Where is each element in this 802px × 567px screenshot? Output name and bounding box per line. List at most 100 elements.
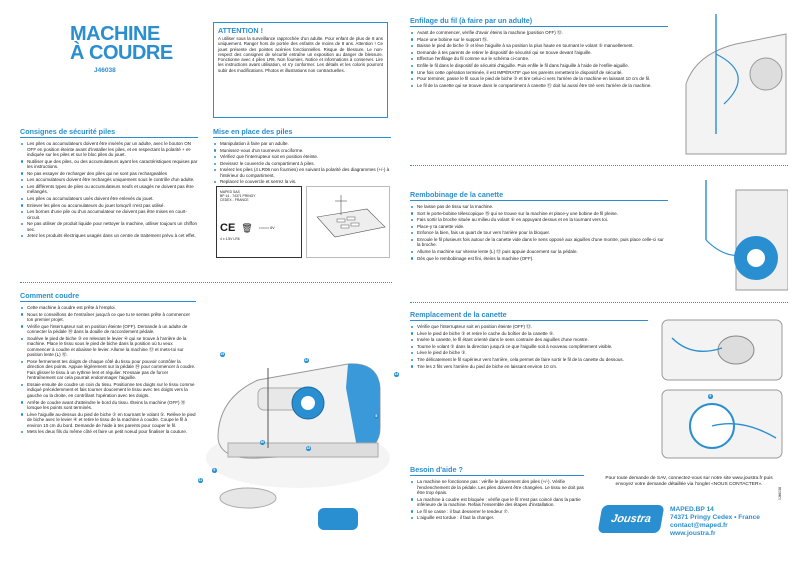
- safety-list: Les piles ou accumulateurs doivent être …: [20, 141, 198, 239]
- list-item: Devissez le couvercle du compartiment à …: [213, 161, 391, 167]
- list-item: Sort le porte-bobine télescopique ⑮ qui …: [410, 211, 668, 217]
- list-item: Baisse le pied de biche ③ et lève l'aigu…: [410, 43, 668, 49]
- battery-compartment-illustration: [306, 186, 390, 258]
- brand-logo: Joustra: [597, 505, 665, 533]
- list-item: Tire délicatement le fil supérieur vers …: [410, 357, 648, 363]
- marker-10: 10: [260, 440, 265, 445]
- list-item: Pose fermement tes doigts de chaque côté…: [20, 359, 196, 381]
- battery-spec: 4 x 1.5V LR6: [220, 237, 240, 241]
- list-item: Manipulation à faire par un adulte.: [213, 141, 391, 147]
- batteries-section: Mise en place des piles Manipulation à f…: [213, 127, 391, 186]
- list-item: Insère la canette, le fil étant orienté …: [410, 337, 648, 343]
- list-item: Vérifiez que l'interrupteur soit en posi…: [213, 154, 391, 160]
- product-code: J46038: [94, 67, 116, 74]
- list-item: Enfonce la bien, fais un quart de tour v…: [410, 230, 668, 236]
- marker-5: 5: [374, 414, 379, 419]
- company-email-link[interactable]: contact@maped.fr: [670, 522, 728, 529]
- list-item: La machine ne fonctionne pas : vérifie l…: [410, 479, 584, 496]
- list-item: Tourne le volant ⑤ dans la direction jus…: [410, 344, 648, 350]
- list-item: Avant de commencer, vérifie d'avoir étei…: [410, 30, 668, 36]
- label-marks: CE 🗑 ===== 6V: [220, 222, 298, 234]
- list-item: Effectue l'enfilage du fil comme sur le …: [410, 56, 668, 62]
- bobbin-replace-list: Vérifie que l'interrupteur soit en posit…: [410, 324, 648, 369]
- list-item: Enlever les piles ou accumulateurs du jo…: [20, 203, 198, 209]
- section-divider: [410, 302, 788, 303]
- company-website-link[interactable]: www.joustra.fr: [670, 530, 716, 537]
- list-item: Enfile le fil dans le dispositif de sécu…: [410, 63, 668, 69]
- list-item: Tire les 2 fils vers l'arrière du pied d…: [410, 364, 648, 370]
- sav-text: Pour toute demande de SAV, connectez-vou…: [605, 476, 773, 487]
- list-item: Essaie ensuite de coudre un coin du tiss…: [20, 382, 196, 399]
- list-item: Place une bobine sur le support ⑮.: [410, 37, 668, 43]
- list-item: Allume la machine sur vitesse lente (L) …: [410, 249, 668, 255]
- marker-15: 15: [220, 352, 225, 357]
- list-item: L'aiguille est tordue : il faut la chang…: [410, 515, 584, 521]
- list-item: Place-y ta canette vide.: [410, 224, 668, 230]
- list-item: Ne pas essayer de recharger des piles qu…: [20, 171, 198, 177]
- brand-name: Joustra: [610, 513, 652, 525]
- help-list: La machine ne fonctionne pas : vérifie l…: [410, 479, 584, 521]
- footer-code: 0J46038: [778, 486, 782, 500]
- safety-section: Consignes de sécurité piles Les piles ou…: [20, 127, 198, 240]
- label-line: BP 14 - 74371 PRINGY: [220, 194, 256, 198]
- list-item: Soulève le pied de biche ③ en relevant l…: [20, 336, 196, 358]
- list-item: Vérifie que l'interrupteur soit en posit…: [410, 324, 648, 330]
- list-item: Dès que le rembobinage est fini, éteins …: [410, 256, 668, 262]
- safety-title: Consignes de sécurité piles: [20, 127, 198, 138]
- marker-9: 9: [212, 468, 217, 473]
- bobbin-winding-section: Rembobinage de la canette Ne laisse pas …: [410, 190, 668, 262]
- section-divider: [20, 282, 392, 283]
- list-item: Les piles ou accumulateurs doivent être …: [20, 141, 198, 158]
- marker-12: 12: [304, 358, 309, 363]
- how-to-title: Comment coudre: [20, 291, 196, 302]
- sewing-machine-illustration: 15 14 12 5 13 9 11 10: [198, 328, 399, 558]
- list-item: Lève l'aiguille au-dessus du pied de bic…: [20, 412, 196, 429]
- batteries-title: Mise en place des piles: [213, 127, 391, 138]
- company-line: 74371 Pringy Cedex • France: [670, 514, 760, 521]
- how-to-section: Comment coudre Cette machine à coudre es…: [20, 291, 196, 436]
- list-item: Nutiliser que des piles, ou des accumula…: [20, 159, 198, 170]
- bobbin-winding-illustration: [676, 170, 789, 300]
- bin-icon: 🗑: [241, 222, 253, 233]
- list-item: Le fil se casse : il faut desserrer le t…: [410, 509, 584, 515]
- list-item: Jetez les produits électriques usagés da…: [20, 233, 198, 239]
- list-item: Les accumulateurs doivent être rechargés…: [20, 177, 198, 183]
- list-item: Les différents types de piles ou accumul…: [20, 184, 198, 195]
- batteries-list: Manipulation à faire par un adulte. Muni…: [213, 141, 391, 185]
- bobbin-replace-title: Remplacement de la canette: [410, 310, 648, 321]
- title-line2: À COUDRE: [70, 42, 173, 64]
- title-block: MACHINE À COUDRE J46038: [70, 24, 180, 74]
- list-item: Replacez le couvercle et serrez la vis.: [213, 179, 391, 185]
- company-line: MAPED.BP 14: [670, 506, 714, 513]
- list-item: Arrête de coudre avant d'atteindre le bo…: [20, 400, 196, 411]
- label-line: MAPED SAS: [220, 190, 240, 194]
- label-line: CEDEX - FRANCE: [220, 198, 249, 202]
- bobbin-winding-list: Ne laisse pas de tissu sur la machine. S…: [410, 204, 668, 261]
- company-info: MAPED.BP 14 74371 Pringy Cedex • France …: [670, 506, 788, 538]
- bobbin-winding-title: Rembobinage de la canette: [410, 190, 668, 201]
- help-title: Besoin d'aide ?: [410, 465, 584, 476]
- section-divider: [410, 165, 788, 166]
- bobbin-replace-section: Remplacement de la canette Vérifie que l…: [410, 310, 648, 370]
- threading-section: Enfilage du fil (à faire par un adulte) …: [410, 16, 668, 89]
- list-item: Lève le pied de biche ③ et retire le cac…: [410, 331, 648, 337]
- bobbin-replace-illustration: 9: [652, 318, 788, 460]
- list-item: Cette machine à coudre est prête à l'emp…: [20, 305, 196, 311]
- how-to-list: Cette machine à coudre est prête à l'emp…: [20, 305, 196, 435]
- list-item: Les bornes d'une pile ou d'un accumulate…: [20, 209, 198, 220]
- list-item: Enroule le fil plusieurs fois autour de …: [410, 237, 668, 248]
- list-item: Les piles ou accumulateurs usés doivent …: [20, 196, 198, 202]
- list-item: Une fois cette opération terminée, il es…: [410, 70, 668, 76]
- list-item: Nous te conseillons de t'entraîner jusqu…: [20, 312, 196, 323]
- list-item: Vérifie que l'interrupteur soit en posit…: [20, 324, 196, 335]
- list-item: Le fil de la canette qui se trouve dans …: [410, 83, 668, 89]
- list-item: Insérez les piles (4 LR06 non fournies) …: [213, 167, 391, 178]
- list-item: Munissez-vous d'un tournevis cruciforme.: [213, 148, 391, 154]
- marker-13: 13: [306, 446, 311, 451]
- threading-list: Avant de commencer, vérifie d'avoir étei…: [410, 30, 668, 88]
- list-item: Ne pas utiliser de produit liquide pour …: [20, 221, 198, 232]
- threading-title: Enfilage du fil (à faire par un adulte): [410, 16, 668, 27]
- threading-illustration: [676, 14, 788, 164]
- help-section: Besoin d'aide ? La machine ne fonctionne…: [410, 465, 584, 522]
- ce-mark: CE: [220, 222, 236, 234]
